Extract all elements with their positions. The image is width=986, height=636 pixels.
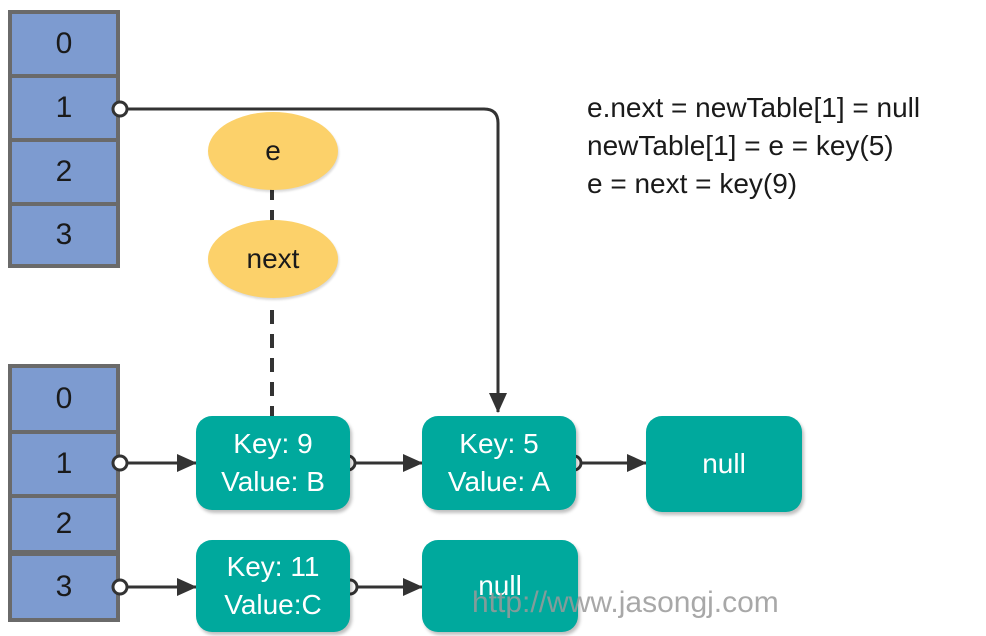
node-key11: Key: 11 Value:C xyxy=(196,540,350,632)
node-null-2: null xyxy=(422,540,578,632)
old-table-cell-3: 3 xyxy=(8,202,120,268)
node-key5-key: Key: 5 xyxy=(459,428,539,459)
note-line-2: newTable[1] = e = key(5) xyxy=(587,130,894,161)
arrow-old1-to-key5 xyxy=(120,107,507,413)
node-null-1-label: null xyxy=(702,448,746,479)
port-new1 xyxy=(111,454,129,472)
node-null-2-label: null xyxy=(478,570,522,601)
node-key9-key: Key: 9 xyxy=(233,428,313,459)
old-table-cell-0: 0 xyxy=(8,10,120,78)
port-old1 xyxy=(111,100,129,118)
new-table-cell-2: 2 xyxy=(8,494,120,554)
node-key11-value: Value:C xyxy=(224,589,322,620)
node-null-1: null xyxy=(646,416,802,512)
watermark: http://www.jasongj.com xyxy=(472,586,779,619)
new-table-cell-3: 3 xyxy=(8,552,120,622)
new-table-cell-0: 0 xyxy=(8,364,120,434)
node-key9: Key: 9 Value: B xyxy=(196,416,350,510)
node-key5: Key: 5 Value: A xyxy=(422,416,576,510)
node-key9-value: Value: B xyxy=(221,466,325,497)
node-key5-value: Value: A xyxy=(447,466,551,497)
old-table-cell-2: 2 xyxy=(8,138,120,206)
note-line-3: e = next = key(9) xyxy=(587,168,798,199)
port-new3 xyxy=(111,578,129,596)
note-line-1: e.next = newTable[1] = null xyxy=(587,92,921,123)
pointer-next-label: next xyxy=(246,243,300,274)
node-key11-key: Key: 11 xyxy=(226,551,320,582)
pointer-e: e xyxy=(208,112,338,190)
pointer-e-label: e xyxy=(265,135,281,166)
pointer-next: next xyxy=(208,220,338,298)
